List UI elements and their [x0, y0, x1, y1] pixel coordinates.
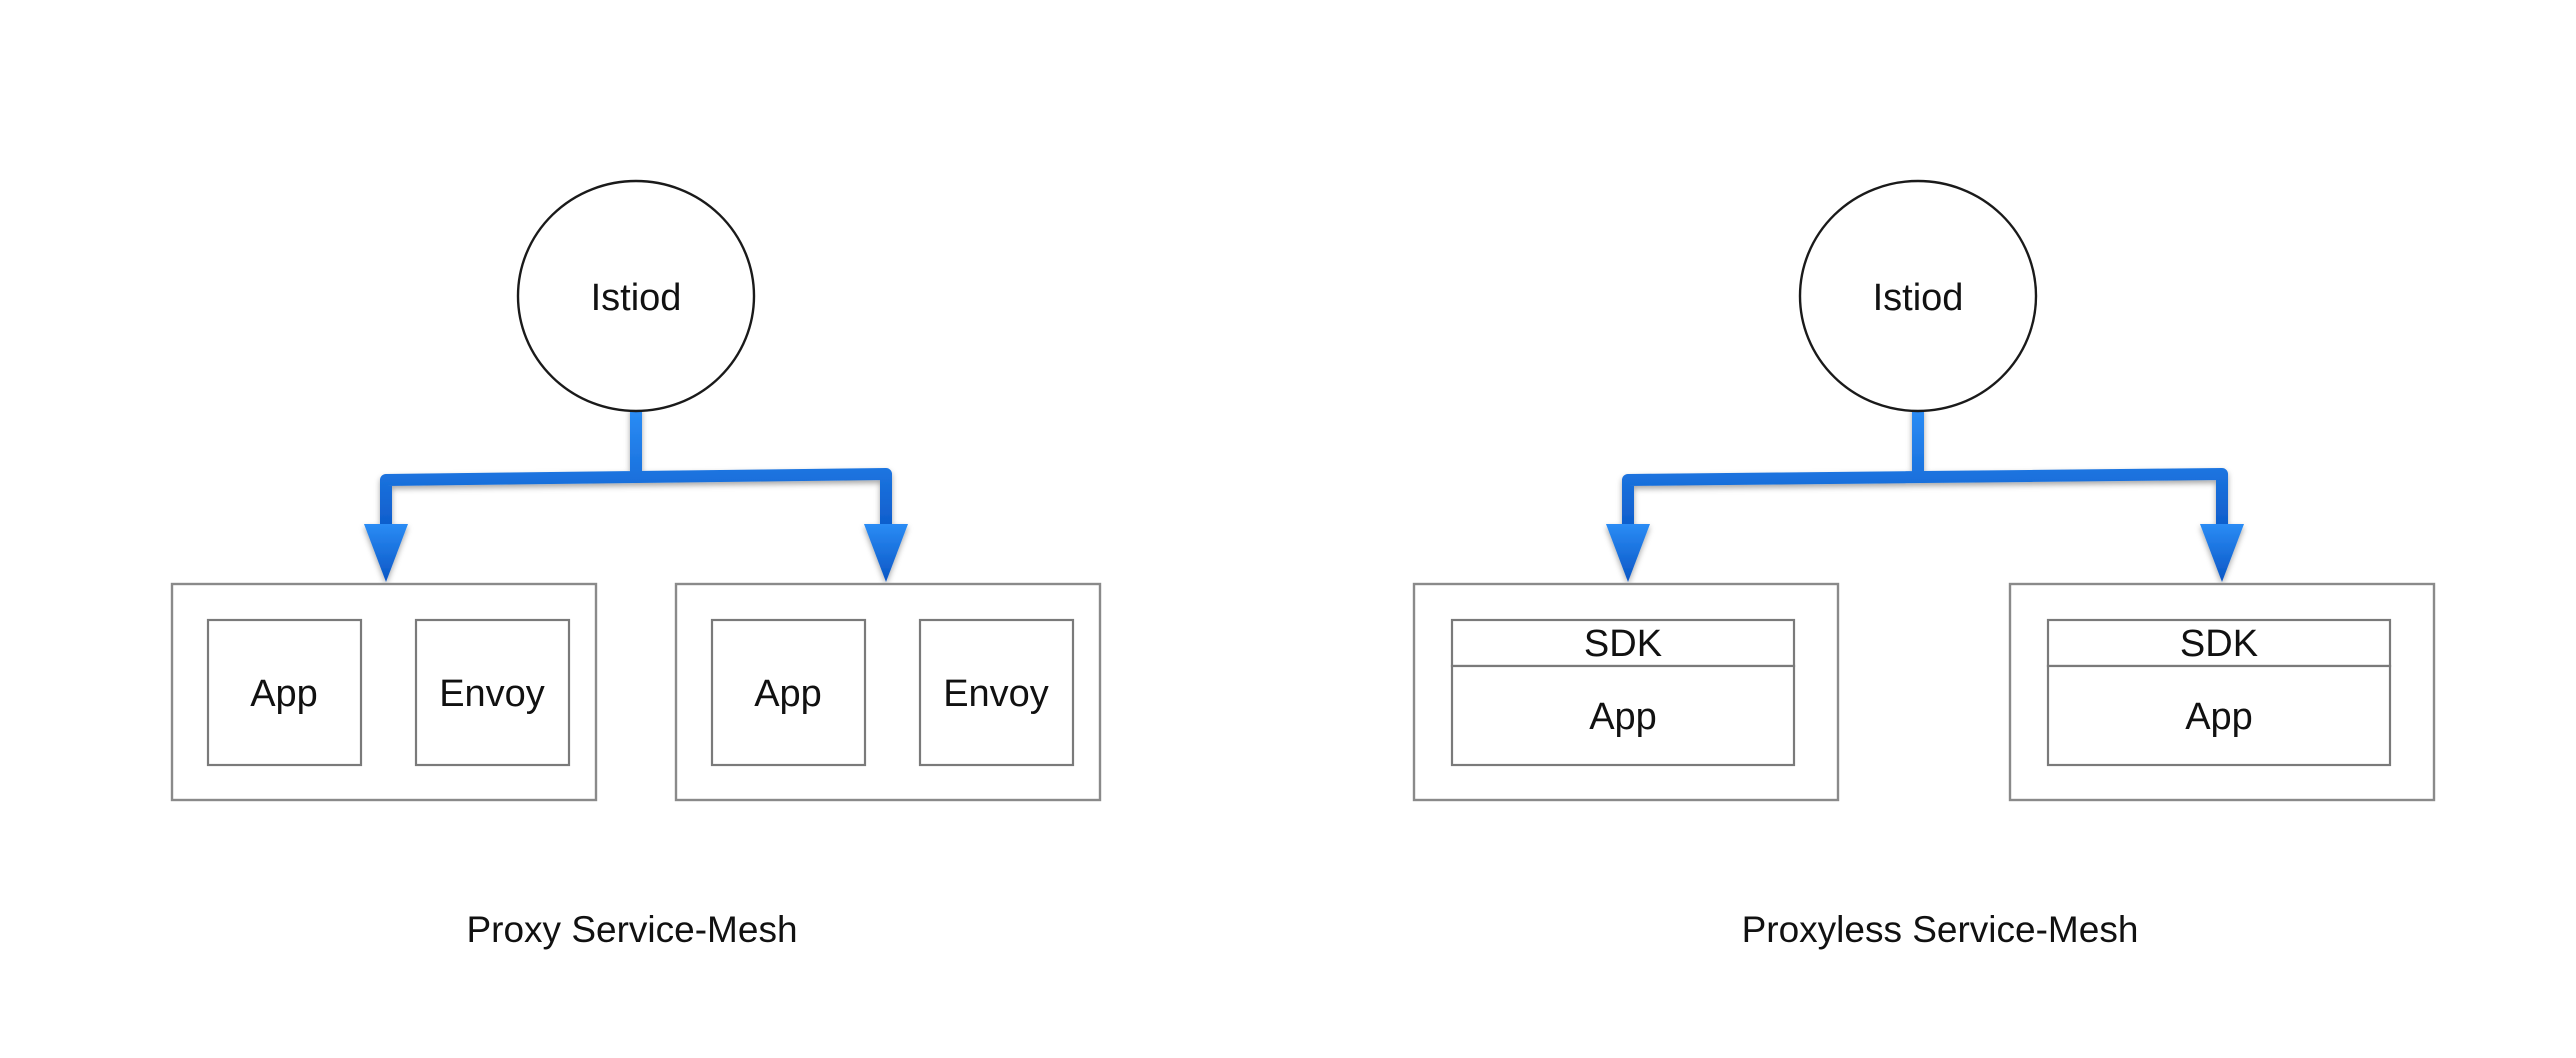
- proxyless-pod-2: SDK App: [2008, 582, 2436, 802]
- proxyless-pod-1-sdk-box: [1450, 618, 1796, 668]
- proxy-pod-1-envoy-box: [414, 618, 571, 767]
- proxy-istiod-node: Istiod: [516, 179, 756, 413]
- proxy-istiod-label: Istiod: [591, 277, 682, 319]
- proxyless-pod-1-app-box: [1450, 664, 1796, 767]
- proxyless-pod-1-app-label: App: [1589, 696, 1657, 738]
- proxy-arrow-left: [364, 524, 408, 582]
- proxy-pod-1-app-box: [206, 618, 363, 767]
- proxyless-pod-2-app-label: App: [2185, 696, 2253, 738]
- proxy-pod-2-envoy-box: [918, 618, 1075, 767]
- proxy-pod-2-app-box: [710, 618, 867, 767]
- proxy-mesh-panel: Istiod App Envoy App Envoy Proxy Service…: [170, 179, 1102, 950]
- proxy-caption: Proxy Service-Mesh: [466, 909, 797, 950]
- proxyless-pod-2-sdk-label: SDK: [2180, 623, 2258, 665]
- proxyless-caption: Proxyless Service-Mesh: [1742, 909, 2139, 950]
- proxy-pod-1-envoy-label: Envoy: [439, 673, 545, 715]
- proxyless-mesh-panel: Istiod SDK App SDK App Proxyless Service…: [1412, 179, 2436, 950]
- proxyless-arrow-right: [2200, 524, 2244, 582]
- proxy-connector: [364, 404, 908, 582]
- proxy-pod-2: App Envoy: [674, 582, 1102, 802]
- proxyless-istiod-node: Istiod: [1798, 179, 2038, 413]
- proxyless-istiod-circle: [1798, 179, 2038, 413]
- proxyless-pod-2-app-box: [2046, 664, 2392, 767]
- proxy-pod-2-app-label: App: [754, 673, 822, 715]
- proxyless-connector: [1606, 404, 2244, 582]
- proxy-connector-line: [380, 404, 892, 554]
- proxyless-connector-line: [1622, 404, 2228, 554]
- proxy-arrow-right: [864, 524, 908, 582]
- proxyless-istiod-label: Istiod: [1873, 277, 1964, 319]
- proxy-pod-1: App Envoy: [170, 582, 598, 802]
- proxy-istiod-circle: [516, 179, 756, 413]
- proxy-pod-2-envoy-label: Envoy: [943, 673, 1049, 715]
- proxyless-pod-1-sdk-label: SDK: [1584, 623, 1662, 665]
- proxyless-pod-1: SDK App: [1412, 582, 1840, 802]
- proxyless-arrow-left: [1606, 524, 1650, 582]
- proxy-pod-1-app-label: App: [250, 673, 318, 715]
